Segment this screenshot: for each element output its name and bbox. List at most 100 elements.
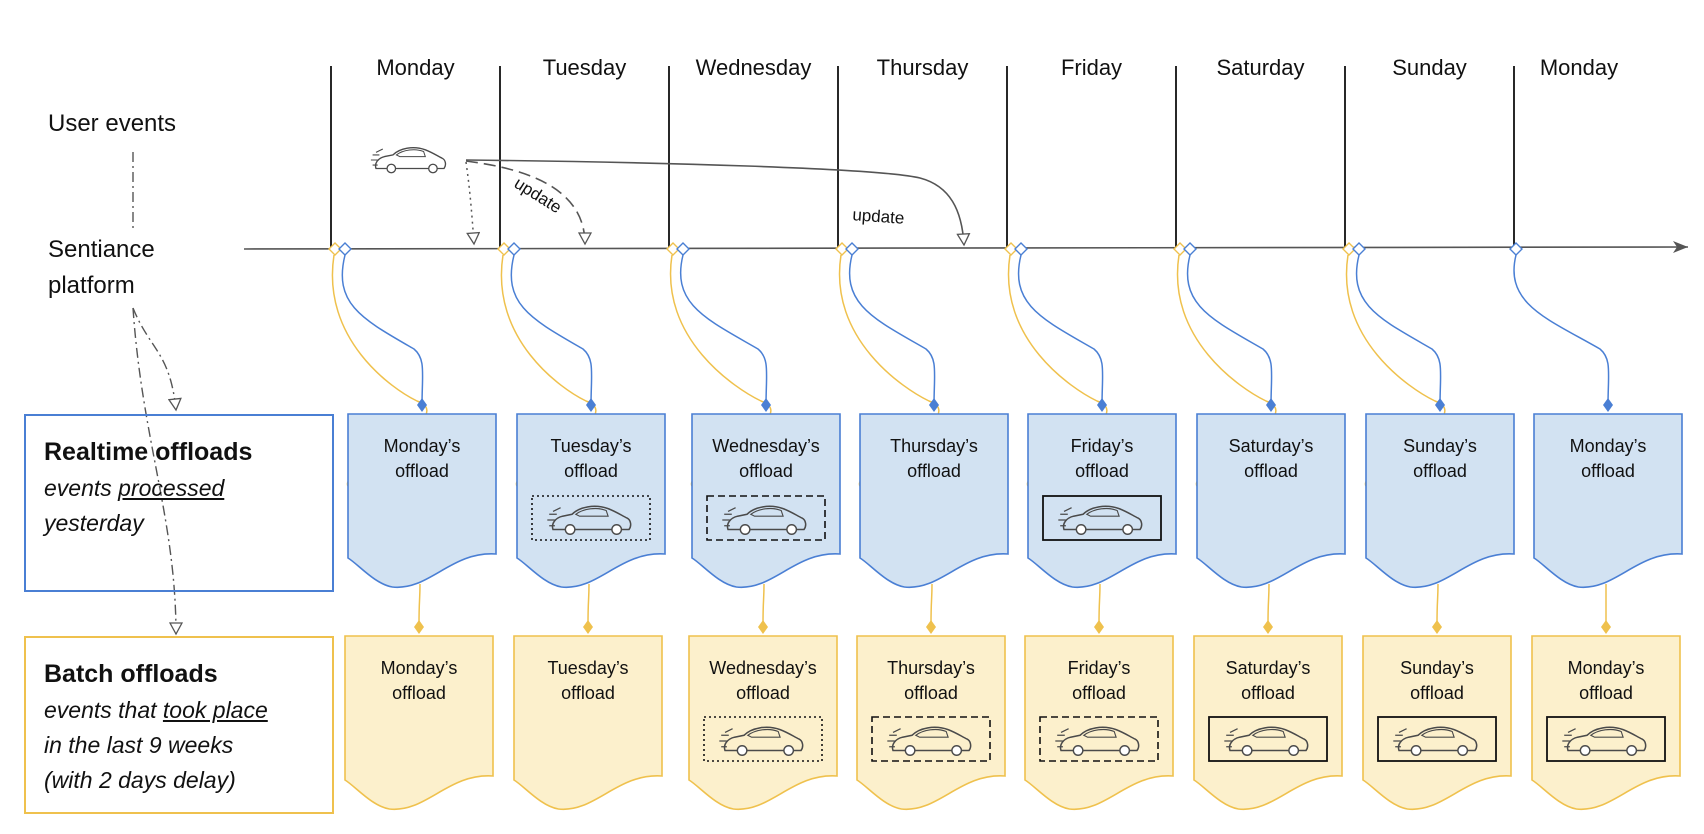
realtime-doc-1 [516, 413, 666, 588]
batch-doc-title-7: Monday’s [1568, 658, 1645, 678]
yellow-endpoint [926, 620, 936, 634]
realtime-doc-title-1: Tuesday’s [550, 436, 631, 456]
user-event-car-icon [370, 147, 447, 174]
batch-doc-title-1: Tuesday’s [547, 658, 628, 678]
realtime-doc-subtitle-5: offload [1244, 461, 1298, 481]
time-axis-arrow [243, 241, 1689, 254]
batch-doc-4 [1024, 635, 1174, 810]
yellow-doc-link [1098, 583, 1101, 625]
realtime-doc-subtitle-0: offload [395, 461, 449, 481]
realtime-legend-underline: processed [118, 475, 225, 501]
batch-doc-2-frame [703, 716, 823, 762]
yellow-endpoint [1263, 620, 1273, 634]
batch-doc-subtitle-5: offload [1241, 683, 1295, 703]
realtime-doc-title-3: Thursday’s [890, 436, 978, 456]
blue-connector [341, 254, 424, 407]
realtime-doc-subtitle-7: offload [1581, 461, 1635, 481]
batch-doc-5 [1193, 635, 1343, 810]
batch-legend-box: Batch offloads events that took place in… [24, 636, 334, 814]
day-header-3: Thursday [877, 55, 969, 80]
blue-diamond [1014, 242, 1028, 256]
blue-endpoint [586, 398, 596, 412]
yellow-endpoint [414, 620, 424, 634]
batch-doc-subtitle-1: offload [561, 683, 615, 703]
realtime-doc-subtitle-1: offload [564, 461, 618, 481]
blue-endpoint [1266, 398, 1276, 412]
batch-doc-3-frame [871, 716, 991, 762]
realtime-legend-box: Realtime offloads events processed yeste… [24, 414, 334, 592]
yellow-doc-link [587, 583, 590, 625]
realtime-doc-subtitle-3: offload [907, 461, 961, 481]
blue-endpoint [417, 398, 427, 412]
batch-doc-7 [1531, 635, 1681, 810]
day-header-5: Saturday [1216, 55, 1304, 80]
batch-doc-6-frame [1377, 716, 1497, 762]
batch-doc-4-frame [1039, 716, 1159, 762]
batch-doc-title-0: Monday’s [381, 658, 458, 678]
realtime-doc-2-frame [706, 495, 826, 541]
batch-legend-line2: in the last 9 weeks [44, 732, 234, 758]
update-label-2: update [852, 205, 905, 228]
realtime-legend-line2: yesterday [44, 510, 144, 536]
update-label-1: update [511, 174, 565, 218]
blue-connector [1186, 254, 1273, 407]
day-header-6: Sunday [1392, 55, 1467, 80]
yellow-endpoint [1094, 620, 1104, 634]
platform-label-line1: Sentiance [48, 236, 155, 263]
batch-doc-subtitle-0: offload [392, 683, 446, 703]
batch-doc-subtitle-2: offload [736, 683, 790, 703]
realtime-doc-subtitle-2: offload [739, 461, 793, 481]
platform-label-line2: platform [48, 272, 135, 299]
batch-doc-title-3: Thursday’s [887, 658, 975, 678]
blue-connector [1355, 254, 1442, 407]
realtime-doc-title-6: Sunday’s [1403, 436, 1477, 456]
batch-doc-3 [856, 635, 1006, 810]
blue-diamond [338, 242, 352, 256]
yellow-doc-link [1267, 583, 1270, 625]
batch-legend-title: Batch offloads [44, 660, 218, 688]
yellow-endpoint [583, 620, 593, 634]
yellow-endpoint [1432, 620, 1442, 634]
realtime-doc-4 [1027, 413, 1177, 588]
batch-legend-underline: took place [162, 697, 268, 723]
blue-endpoint [1603, 398, 1613, 412]
realtime-doc-1-frame [531, 495, 651, 541]
blue-diamond [507, 242, 521, 256]
realtime-doc-7 [1533, 413, 1683, 588]
yellow-endpoint [758, 620, 768, 634]
blue-diamond [1509, 242, 1523, 256]
batch-doc-1 [513, 635, 663, 810]
batch-doc-0 [344, 635, 494, 810]
blue-endpoint [929, 398, 939, 412]
realtime-doc-title-5: Saturday’s [1229, 436, 1314, 456]
day-header-2: Wednesday [696, 55, 812, 80]
realtime-doc-5 [1196, 413, 1346, 588]
solid-update-arrow [465, 159, 964, 245]
blue-endpoint [1097, 398, 1107, 412]
realtime-doc-2 [691, 413, 841, 588]
batch-doc-title-6: Sunday’s [1400, 658, 1474, 678]
batch-doc-subtitle-4: offload [1072, 683, 1126, 703]
batch-doc-title-4: Friday’s [1068, 658, 1131, 678]
blue-connector [1513, 254, 1610, 407]
batch-legend-line3: (with 2 days delay) [44, 767, 236, 793]
blue-endpoint [761, 398, 771, 412]
blue-connector [848, 254, 936, 407]
batch-doc-7-frame [1546, 716, 1666, 762]
day-header-7: Monday [1540, 55, 1618, 80]
yellow-doc-link [762, 583, 765, 625]
day-header-1: Tuesday [543, 55, 627, 80]
blue-diamond [1183, 242, 1197, 256]
dotted-arrow [465, 161, 474, 244]
batch-legend-line1: events that took place [44, 697, 268, 723]
batch-doc-subtitle-3: offload [904, 683, 958, 703]
batch-doc-subtitle-7: offload [1579, 683, 1633, 703]
blue-connector [679, 254, 768, 407]
realtime-legend-title: Realtime offloads [44, 438, 253, 466]
realtime-doc-subtitle-4: offload [1075, 461, 1129, 481]
yellow-doc-link [1436, 583, 1439, 625]
batch-doc-title-5: Saturday’s [1226, 658, 1311, 678]
blue-connector [510, 254, 593, 407]
realtime-doc-title-0: Monday’s [384, 436, 461, 456]
